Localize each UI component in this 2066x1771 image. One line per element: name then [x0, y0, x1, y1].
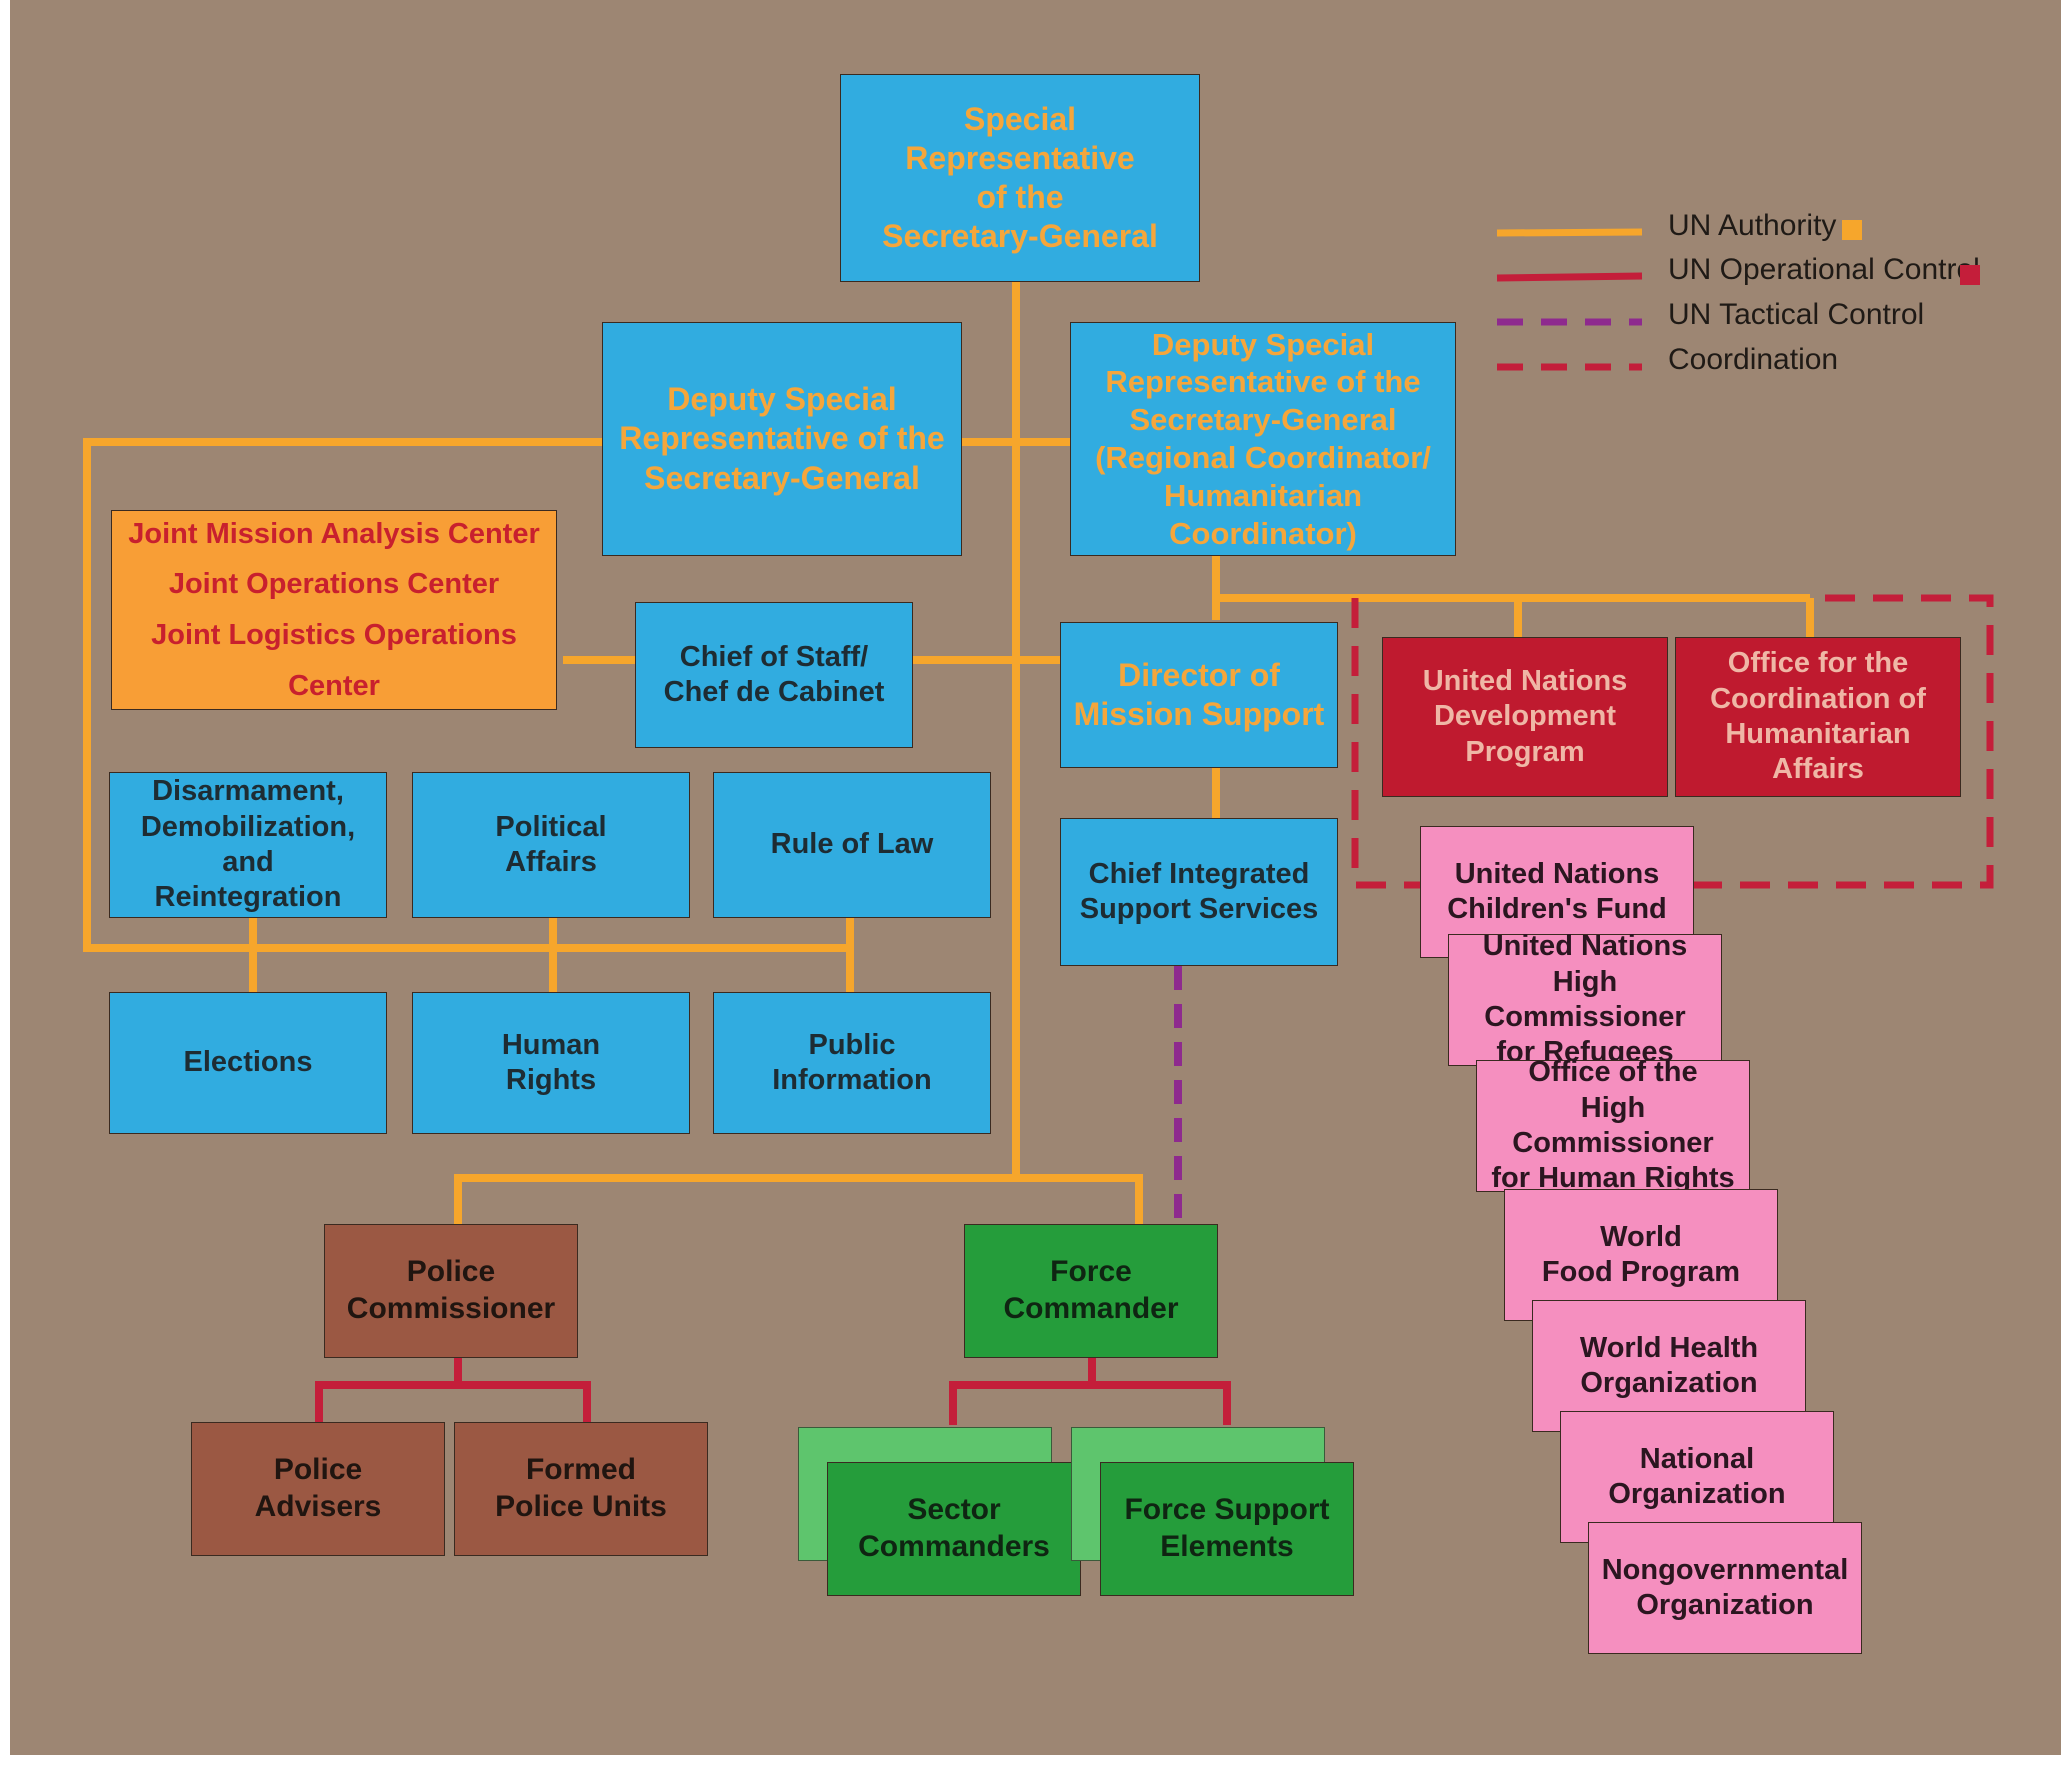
legend-label-coordination: Coordination	[1668, 343, 1839, 376]
org-chart-canvas: Special Representative of the Secretary-…	[10, 0, 2061, 1755]
legend-swatch-operational	[1496, 272, 1643, 282]
legend-marker-operational	[1960, 265, 1980, 285]
dsrsg-box: Deputy Special Representative of the Sec…	[602, 322, 962, 556]
force-commander-box: Force Commander	[964, 1224, 1218, 1358]
legend-marker-authority	[1842, 220, 1862, 240]
legend-label-tactical: UN Tactical Control	[1668, 298, 1925, 331]
formed-police-units-box: Formed Police Units	[454, 1422, 708, 1556]
force-support-elements-box: Force Support Elements	[1100, 1462, 1354, 1596]
police-split-line	[315, 1355, 591, 1425]
legend-swatch-authority	[1496, 228, 1643, 237]
chief-integrated-support-box: Chief Integrated Support Services	[1060, 818, 1338, 966]
legend-label-authority: UN Authority	[1668, 209, 1837, 242]
police-commissioner-box: Police Commissioner	[324, 1224, 578, 1358]
director-mission-support-box: Director of Mission Support	[1060, 622, 1338, 768]
police-advisers-box: Police Advisers	[191, 1422, 445, 1556]
elections-box: Elections	[109, 992, 387, 1134]
authority-lines	[83, 282, 1814, 1224]
unicef-box: United Nations Children's Fund	[1420, 826, 1694, 958]
left-loop-line	[83, 438, 848, 952]
human-rights-box: Human Rights	[412, 992, 690, 1134]
ohchr-box: Office of the High Commissioner for Huma…	[1476, 1056, 1750, 1194]
undp-box: United Nations Development Program	[1382, 637, 1668, 797]
ngo-box: Nongovernmental Organization	[1588, 1522, 1862, 1654]
operational-control-lines	[315, 1355, 1231, 1425]
agency-branch-line	[1216, 594, 1814, 637]
dsrsg-rc-box: Deputy Special Representative of the Sec…	[1070, 322, 1456, 556]
ddr-box: Disarmament, Demobilization, and Reinteg…	[109, 772, 387, 918]
connector-lines	[83, 228, 1994, 1425]
who-box: World Health Organization	[1532, 1300, 1806, 1432]
rule-of-law-box: Rule of Law	[713, 772, 991, 918]
legend-label-operational: UN Operational Control	[1668, 253, 1980, 286]
national-organization-box: National Organization	[1560, 1411, 1834, 1543]
joint-centers-box: Joint Mission Analysis Center Joint Oper…	[111, 510, 557, 710]
ocha-box: Office for the Coordination of Humanitar…	[1675, 637, 1961, 797]
sector-commanders-box: Sector Commanders	[827, 1462, 1081, 1596]
field-branch-line	[454, 1174, 1143, 1224]
unhcr-box: United Nations High Commissioner for Ref…	[1448, 930, 1722, 1068]
legend-swatches	[1496, 228, 1643, 371]
political-affairs-box: Political Affairs	[412, 772, 690, 918]
wfp-box: World Food Program	[1504, 1189, 1778, 1321]
chief-of-staff-box: Chief of Staff/ Chef de Cabinet	[635, 602, 913, 748]
public-information-box: Public Information	[713, 992, 991, 1134]
srsg-box: Special Representative of the Secretary-…	[840, 74, 1200, 282]
coordination-dashed-box	[1351, 594, 1994, 889]
force-split-line	[949, 1355, 1231, 1425]
